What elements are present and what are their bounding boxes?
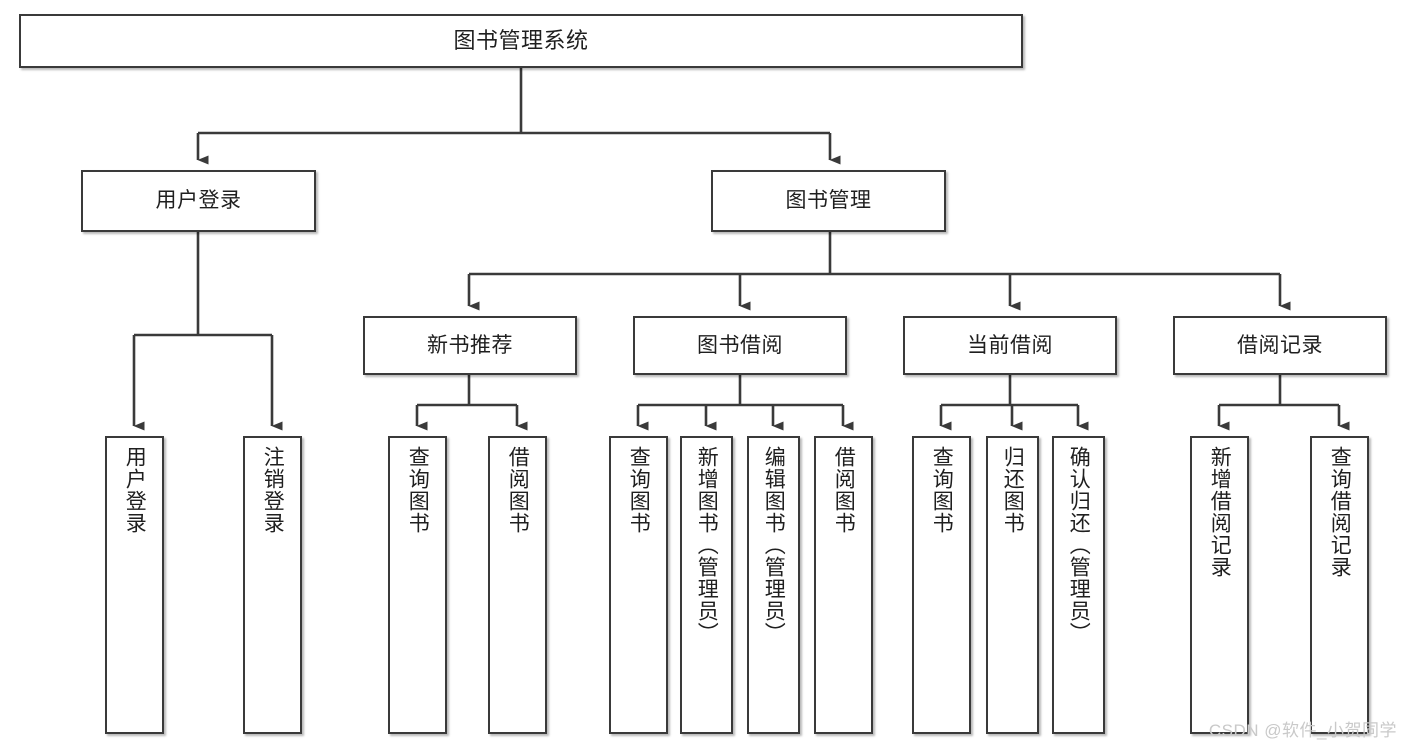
node-leaf-user-login[interactable]: 用户登录	[105, 436, 164, 734]
node-leaf-query-book-1[interactable]: 查询图书	[388, 436, 447, 734]
node-leaf-add-borrow-record-label: 新增借阅记录	[1208, 446, 1232, 578]
node-borrow-record[interactable]: 借阅记录	[1173, 316, 1387, 375]
node-borrow-record-label: 借阅记录	[1237, 333, 1323, 357]
node-leaf-query-book-3-label: 查询图书	[930, 446, 954, 534]
node-book-manage-label: 图书管理	[785, 189, 872, 213]
node-leaf-add-book-admin[interactable]: 新增图书（管理员）	[680, 436, 733, 734]
node-leaf-logout-login[interactable]: 注销登录	[243, 436, 302, 734]
node-root[interactable]: 图书管理系统	[19, 14, 1023, 68]
node-leaf-query-book-2-label: 查询图书	[627, 446, 651, 534]
node-leaf-edit-book-admin[interactable]: 编辑图书（管理员）	[747, 436, 800, 734]
node-leaf-query-borrow-record-label: 查询借阅记录	[1328, 446, 1352, 578]
node-leaf-borrow-book-1[interactable]: 借阅图书	[488, 436, 547, 734]
node-leaf-borrow-book-1-label: 借阅图书	[506, 446, 530, 534]
node-new-book-recommend[interactable]: 新书推荐	[363, 316, 577, 375]
node-leaf-borrow-book-2[interactable]: 借阅图书	[814, 436, 873, 734]
node-leaf-query-book-3[interactable]: 查询图书	[912, 436, 971, 734]
node-leaf-query-book-1-label: 查询图书	[406, 446, 430, 534]
node-leaf-logout-login-label: 注销登录	[261, 446, 285, 534]
node-leaf-confirm-return-admin[interactable]: 确认归还（管理员）	[1052, 436, 1105, 734]
node-new-book-recommend-label: 新书推荐	[427, 333, 513, 357]
node-leaf-return-book[interactable]: 归还图书	[986, 436, 1039, 734]
node-leaf-add-book-admin-label: 新增图书（管理员）	[695, 446, 719, 644]
node-leaf-query-borrow-record[interactable]: 查询借阅记录	[1310, 436, 1369, 734]
node-leaf-return-book-label: 归还图书	[1001, 446, 1025, 534]
node-current-borrow-label: 当前借阅	[967, 333, 1053, 357]
watermark: CSDN @软件_小贺同学	[1208, 721, 1397, 740]
node-leaf-edit-book-admin-label: 编辑图书（管理员）	[762, 446, 786, 644]
node-book-borrow[interactable]: 图书借阅	[633, 316, 847, 375]
node-leaf-borrow-book-2-label: 借阅图书	[832, 446, 856, 534]
node-book-manage[interactable]: 图书管理	[711, 170, 946, 232]
node-leaf-user-login-label: 用户登录	[123, 446, 147, 534]
node-book-borrow-label: 图书借阅	[697, 333, 783, 357]
node-root-label: 图书管理系统	[453, 27, 589, 53]
node-leaf-confirm-return-admin-label: 确认归还（管理员）	[1067, 446, 1091, 644]
node-leaf-add-borrow-record[interactable]: 新增借阅记录	[1190, 436, 1249, 734]
node-user-login-label: 用户登录	[155, 189, 242, 213]
node-user-login[interactable]: 用户登录	[81, 170, 316, 232]
node-leaf-query-book-2[interactable]: 查询图书	[609, 436, 668, 734]
node-current-borrow[interactable]: 当前借阅	[903, 316, 1117, 375]
